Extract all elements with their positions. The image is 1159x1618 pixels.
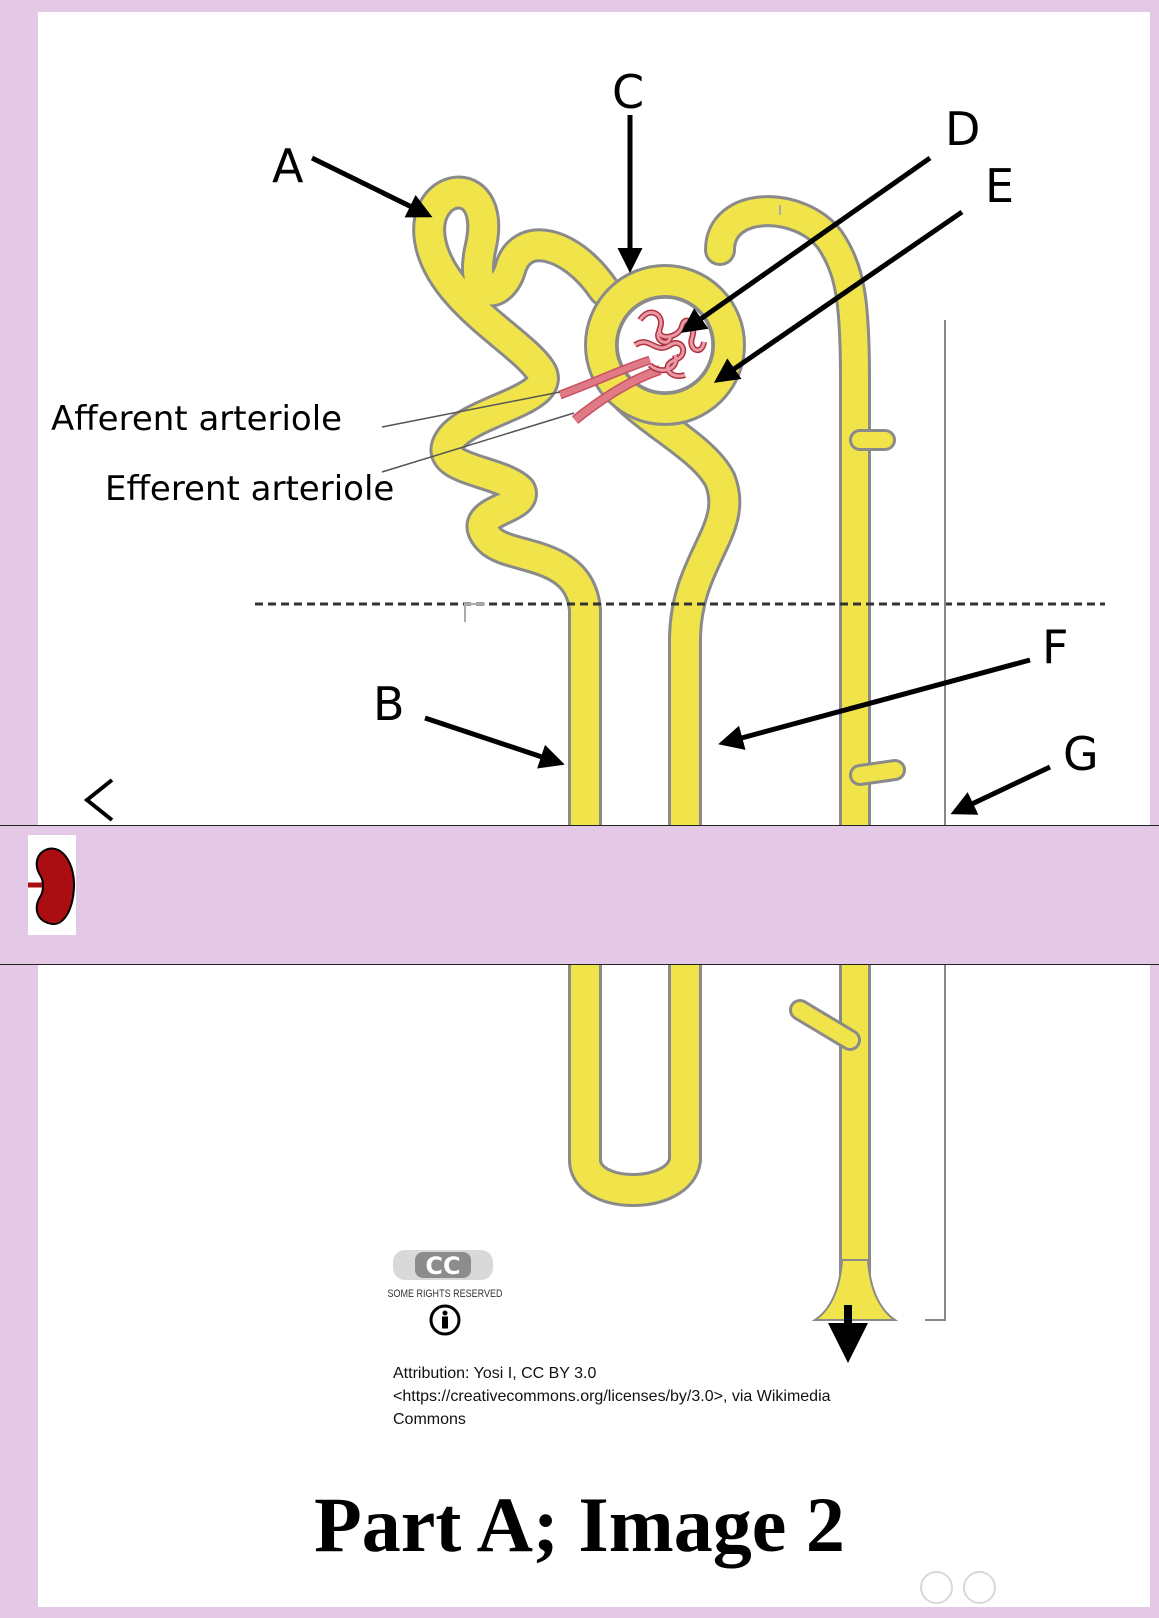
pager-dot[interactable] — [963, 1571, 996, 1604]
efferent-arteriole-label: Efferent arteriole — [105, 469, 394, 509]
toolbar-overlay — [0, 825, 1159, 965]
afferent-arteriole-label: Afferent arteriole — [51, 399, 342, 439]
label-f: F — [1042, 620, 1068, 674]
label-d: D — [945, 102, 980, 156]
label-g: G — [1063, 727, 1099, 781]
kidney-icon[interactable] — [28, 835, 76, 935]
chevron-left-icon — [83, 778, 114, 822]
attribution-line: Commons — [393, 1411, 466, 1428]
pager-dot[interactable] — [920, 1571, 953, 1604]
arrow-g — [950, 764, 1052, 815]
attribution-text: Attribution: Yosi I, CC BY 3.0 <https://… — [393, 1362, 953, 1431]
attribution-line: <https://creativecommons.org/licenses/by… — [393, 1388, 831, 1405]
page-title: Part A; Image 2 — [314, 1481, 845, 1568]
rights-text: SOME RIGHTS RESERVED — [388, 1288, 503, 1300]
attribution-line: Attribution: Yosi I, CC BY 3.0 — [393, 1365, 597, 1382]
arrow-a — [310, 155, 433, 218]
cc-text: CC — [425, 1252, 460, 1280]
label-c: C — [612, 65, 644, 119]
cc-license-badge: CC SOME RIGHTS RESERVED — [385, 1250, 505, 1340]
label-e: E — [985, 159, 1014, 213]
label-a: A — [272, 139, 304, 193]
arrow-d — [680, 155, 932, 333]
arrow-e — [713, 209, 964, 383]
label-b: B — [373, 677, 405, 731]
arrow-f — [718, 657, 1031, 750]
arrow-b — [424, 715, 565, 769]
bracket-g — [925, 320, 946, 1321]
back-button[interactable] — [72, 775, 122, 825]
